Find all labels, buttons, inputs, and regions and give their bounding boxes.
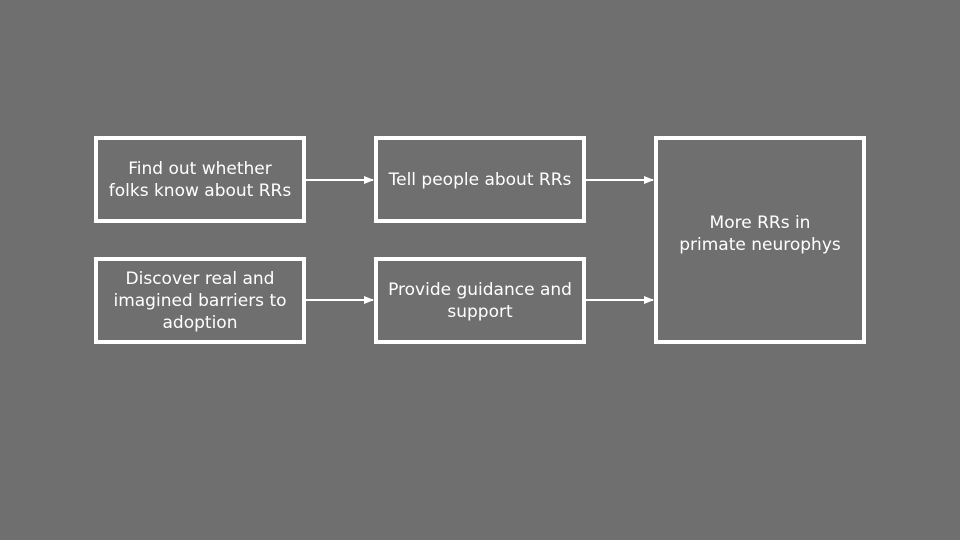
node-provide-guidance-label: Provide guidance and support xyxy=(388,279,572,322)
node-discover-barriers: Discover real and imagined barriers to a… xyxy=(94,257,306,344)
node-outcome-label: More RRs in primate neurophys xyxy=(679,213,841,255)
node-tell-people-label: Tell people about RRs xyxy=(388,169,572,190)
node-find-out: Find out whether folks know about RRs xyxy=(94,136,306,223)
node-tell-people: Tell people about RRs xyxy=(374,136,586,223)
node-outcome: More RRs in primate neurophys xyxy=(654,136,866,344)
node-discover-barriers-label: Discover real and imagined barriers to a… xyxy=(113,268,287,333)
node-provide-guidance: Provide guidance and support xyxy=(374,257,586,344)
node-find-out-label: Find out whether folks know about RRs xyxy=(108,158,292,201)
